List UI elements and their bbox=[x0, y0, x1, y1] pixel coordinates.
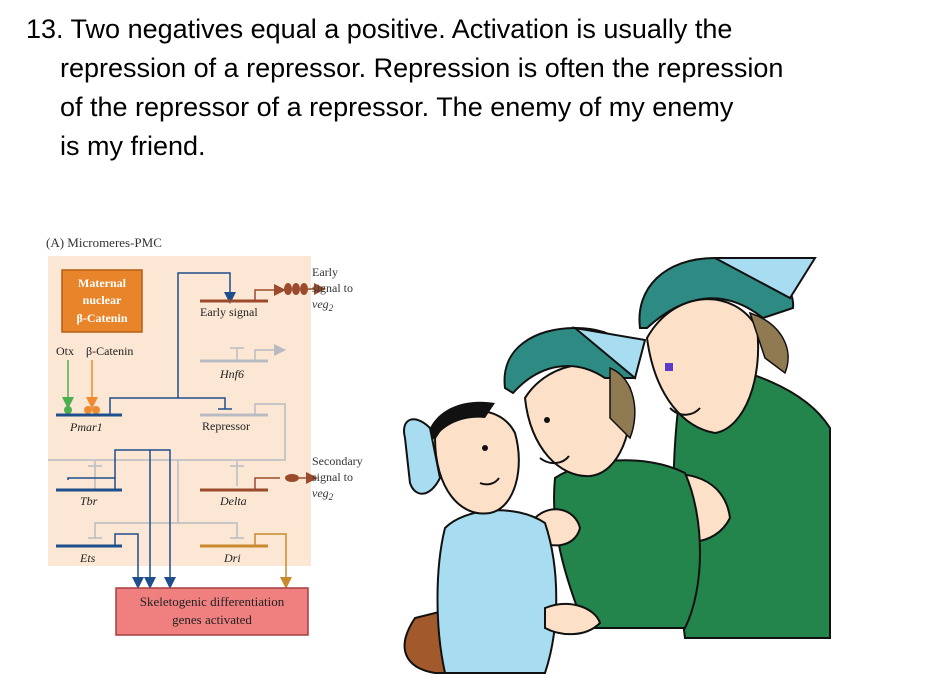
delta-arrow bbox=[254, 477, 280, 490]
large-kid-eye bbox=[665, 363, 673, 371]
small-kid-face bbox=[433, 410, 520, 515]
otx-label: Otx bbox=[56, 344, 74, 358]
bully-cartoon-illustration bbox=[403, 256, 831, 674]
delta-label: Delta bbox=[219, 494, 247, 508]
secondary-note-line-1: Secondary bbox=[312, 454, 363, 468]
small-kid-shirt bbox=[436, 509, 558, 674]
output-line-1: Skeletogenic differentiation bbox=[140, 594, 285, 609]
pmar1-output-arrow bbox=[109, 272, 236, 415]
early-signal-note: Early signal to veg2 bbox=[312, 265, 353, 313]
secondary-signal-note: Secondary signal to veg2 bbox=[312, 454, 363, 502]
repress-to-dri bbox=[178, 522, 238, 538]
tbr-feedback bbox=[67, 477, 116, 490]
middle-kid-jacket bbox=[553, 459, 701, 629]
ets-label: Ets bbox=[79, 551, 96, 565]
small-kid-cap bbox=[403, 418, 442, 495]
secondary-note-veg: veg2 bbox=[312, 486, 334, 502]
maternal-line-1: Maternal bbox=[78, 276, 127, 290]
large-kid-cap-brim bbox=[714, 257, 817, 300]
middle-kid-cap-brim bbox=[571, 326, 647, 380]
bullet-line-4: is my friend. bbox=[60, 131, 206, 161]
small-kid-figure bbox=[403, 401, 602, 674]
tbr-label: Tbr bbox=[80, 494, 98, 508]
slide-bullet-text: 13. Two negatives equal a positive. Acti… bbox=[26, 10, 926, 166]
hnf6-arrow bbox=[254, 344, 286, 361]
large-kid-face bbox=[645, 298, 760, 435]
output-line-2: genes activated bbox=[172, 612, 252, 627]
hnf6-label: Hnf6 bbox=[219, 367, 244, 381]
early-note-line-1: Early bbox=[312, 265, 338, 279]
skeletogenic-output-box: Skeletogenic differentiation genes activ… bbox=[115, 587, 309, 636]
middle-kid-figure bbox=[503, 326, 701, 629]
pmar1-to-repressor bbox=[178, 397, 226, 409]
bullet-line-2: repression of a repressor. Repression is… bbox=[60, 53, 784, 83]
beta-catenin-site-2 bbox=[92, 406, 100, 414]
small-kid-hand bbox=[544, 603, 602, 636]
early-note-veg: veg2 bbox=[312, 297, 334, 313]
beta-catenin-label: β-Catenin bbox=[86, 344, 133, 358]
pmar1-label: Pmar1 bbox=[69, 420, 103, 434]
middle-kid-mouth bbox=[539, 455, 570, 464]
middle-kid-hair bbox=[609, 366, 636, 440]
repress-to-ets bbox=[94, 460, 179, 538]
beta-catenin-site-1 bbox=[84, 406, 92, 414]
large-kid-hair bbox=[748, 311, 789, 375]
panel-label: (A) Micromeres-PMC bbox=[46, 235, 162, 250]
early-signal-arrow bbox=[254, 284, 286, 301]
early-signal-molecule-3 bbox=[300, 283, 308, 295]
bullet-line-3: of the repressor of a repressor. The ene… bbox=[60, 92, 734, 122]
small-kid-eye bbox=[482, 445, 488, 451]
middle-kid-eye bbox=[544, 417, 550, 423]
dri-label: Dri bbox=[223, 551, 241, 565]
early-signal-label: Early signal bbox=[200, 305, 258, 319]
pmar1-to-output-arrow bbox=[150, 449, 176, 589]
otx-binding-site bbox=[64, 406, 72, 414]
small-kid-mouth bbox=[479, 477, 500, 486]
gene-network-diagram: (A) Micromeres-PMC Maternal nuclear β-Ca… bbox=[46, 235, 363, 636]
dri-output-arrow bbox=[254, 533, 292, 589]
bullet-line-1: 13. Two negatives equal a positive. Acti… bbox=[26, 14, 733, 44]
maternal-line-3: β-Catenin bbox=[77, 311, 128, 325]
ets-output-arrow bbox=[114, 533, 144, 589]
maternal-beta-catenin-box: Maternal nuclear β-Catenin bbox=[61, 269, 143, 333]
early-signal-molecule-1 bbox=[284, 283, 292, 295]
repressor-label: Repressor bbox=[202, 419, 250, 433]
secondary-note-line-2: signal to bbox=[312, 470, 353, 484]
small-kid-hair bbox=[430, 401, 495, 440]
repressor-output-line bbox=[48, 403, 286, 461]
delta-molecule bbox=[285, 474, 299, 482]
early-note-line-2: signal to bbox=[312, 281, 353, 295]
large-kid-mouth bbox=[669, 407, 701, 416]
maternal-line-2: nuclear bbox=[83, 293, 122, 307]
tbr-output-arrow bbox=[114, 449, 156, 589]
early-signal-molecule-2 bbox=[292, 283, 300, 295]
